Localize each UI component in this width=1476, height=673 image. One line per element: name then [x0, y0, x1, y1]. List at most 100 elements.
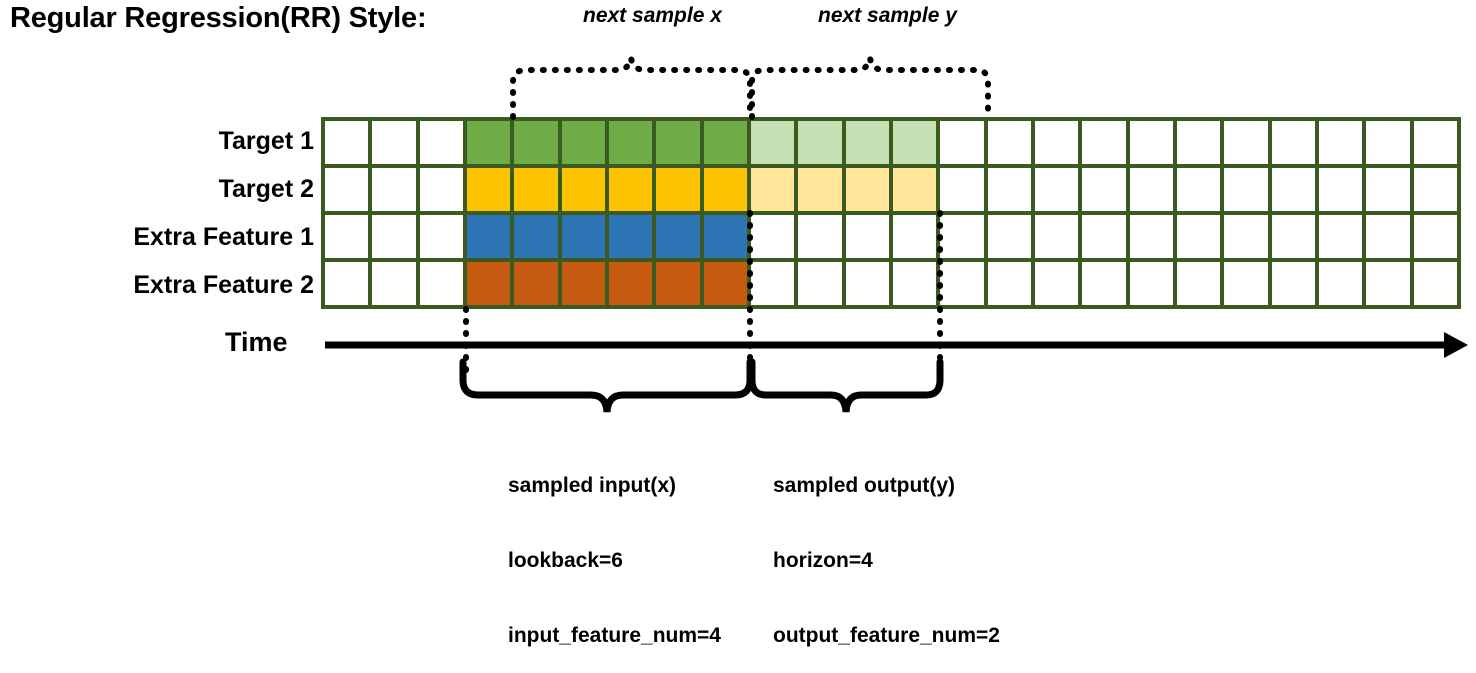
grid-cell-r3-c13 — [892, 215, 937, 258]
grid-cell-r3-c3 — [419, 215, 463, 258]
grid-cell-r2-c7 — [608, 168, 653, 211]
grid-cell-r4-c5 — [514, 262, 558, 305]
sampled-output-caption: sampled output(y) horizon=4 output_featu… — [773, 423, 1000, 673]
grid-cell-r3-c8 — [656, 215, 700, 258]
grid-cell-r3-c18 — [1129, 215, 1173, 258]
grid-cell-r2-c3 — [419, 168, 463, 211]
grid-cell-r2-c24 — [1413, 168, 1457, 211]
grid-cell-r4-c14 — [940, 262, 984, 305]
grid-cell-r4-c4 — [466, 262, 511, 305]
grid-cell-r2-c2 — [372, 168, 416, 211]
grid-cell-r2-c6 — [561, 168, 605, 211]
grid-cell-r1-c1 — [325, 121, 369, 164]
grid-cell-r2-c11 — [798, 168, 842, 211]
sampled-input-caption: sampled input(x) lookback=6 input_featur… — [508, 423, 721, 673]
grid-cell-r4-c19 — [1176, 262, 1221, 305]
grid-cell-r4-c9 — [703, 262, 747, 305]
dotted-brace-next-sample-x — [510, 57, 753, 120]
grid-cell-r1-c4 — [466, 121, 511, 164]
grid-cell-r1-c8 — [656, 121, 700, 164]
grid-cell-r3-c2 — [372, 215, 416, 258]
annotation-overlay — [325, 57, 1468, 413]
grid-cell-r3-c5 — [514, 215, 558, 258]
grid-cell-r1-c20 — [1224, 121, 1268, 164]
row-label-extra-feature-1: Extra Feature 1 — [133, 223, 314, 251]
grid-cell-r1-c19 — [1176, 121, 1221, 164]
grid-cell-r2-c14 — [940, 168, 984, 211]
grid-cell-r4-c8 — [656, 262, 700, 305]
grid-cell-r3-c6 — [561, 215, 605, 258]
grid-cell-r4-c22 — [1318, 262, 1363, 305]
grid-cell-r1-c21 — [1271, 121, 1315, 164]
grid-cell-r4-c2 — [372, 262, 416, 305]
grid-cell-r1-c11 — [798, 121, 842, 164]
grid-cell-r1-c23 — [1366, 121, 1410, 164]
grid-cell-r4-c24 — [1413, 262, 1457, 305]
grid-cell-r2-c10 — [750, 168, 795, 211]
annotation-next-sample-y: next sample y — [818, 4, 957, 27]
time-axis-arrowhead — [1444, 332, 1468, 358]
grid-cell-r1-c6 — [561, 121, 605, 164]
grid-cell-r3-c20 — [1224, 215, 1268, 258]
grid-cell-r2-c12 — [845, 168, 889, 211]
dotted-brace-next-sample-y — [749, 57, 991, 120]
grid-cell-r4-c1 — [325, 262, 369, 305]
grid-cell-r3-c24 — [1413, 215, 1457, 258]
grid-row-1 — [325, 121, 1457, 164]
grid-cell-r1-c5 — [514, 121, 558, 164]
grid-cell-r2-c15 — [987, 168, 1031, 211]
time-axis-label: Time — [225, 327, 288, 357]
grid-cell-r4-c18 — [1129, 262, 1173, 305]
grid-cell-r2-c19 — [1176, 168, 1221, 211]
grid-cell-r2-c13 — [892, 168, 937, 211]
grid-cell-r1-c9 — [703, 121, 747, 164]
row-label-target-1: Target 1 — [218, 127, 314, 155]
sampled-input-line-1: sampled input(x) — [508, 474, 677, 497]
grid-cell-r4-c13 — [892, 262, 937, 305]
grid-cell-r1-c17 — [1082, 121, 1126, 164]
grid-cell-r1-c10 — [750, 121, 795, 164]
grid-cell-r2-c16 — [1034, 168, 1079, 211]
grid-cell-r3-c23 — [1366, 215, 1410, 258]
grid-cell-r4-c16 — [1034, 262, 1079, 305]
grid-cell-r2-c8 — [656, 168, 700, 211]
grid-cell-r2-c5 — [514, 168, 558, 211]
grid-cell-r4-c3 — [419, 262, 463, 305]
grid-row-4 — [325, 262, 1457, 305]
row-label-target-2: Target 2 — [218, 175, 314, 203]
grid-cell-r1-c22 — [1318, 121, 1363, 164]
brace-sampled-output — [748, 358, 944, 413]
grid-cell-r2-c20 — [1224, 168, 1268, 211]
grid-cell-r1-c14 — [940, 121, 984, 164]
grid-cell-r4-c10 — [750, 262, 795, 305]
grid-cell-r4-c7 — [608, 262, 653, 305]
sampled-input-line-3: input_feature_num=4 — [508, 624, 721, 647]
grid-cell-r2-c18 — [1129, 168, 1173, 211]
timeseries-grid — [321, 117, 1461, 309]
sampled-output-line-2: horizon=4 — [773, 549, 873, 572]
sampled-output-line-1: sampled output(y) — [773, 474, 955, 497]
grid-cell-r1-c2 — [372, 121, 416, 164]
grid-cell-r1-c7 — [608, 121, 653, 164]
grid-cell-r1-c13 — [892, 121, 937, 164]
brace-sampled-input — [459, 358, 754, 413]
grid-cell-r1-c12 — [845, 121, 889, 164]
grid-cell-r4-c17 — [1082, 262, 1126, 305]
grid-cell-r4-c6 — [561, 262, 605, 305]
grid-row-3 — [325, 215, 1457, 258]
grid-cell-r3-c10 — [750, 215, 795, 258]
grid-cell-r2-c4 — [466, 168, 511, 211]
grid-cell-r1-c3 — [419, 121, 463, 164]
grid-cell-r3-c4 — [466, 215, 511, 258]
grid-cell-r4-c12 — [845, 262, 889, 305]
sampled-output-line-3: output_feature_num=2 — [773, 624, 1000, 647]
grid-cell-r1-c16 — [1034, 121, 1079, 164]
grid-cell-r4-c11 — [798, 262, 842, 305]
grid-cell-r3-c22 — [1318, 215, 1363, 258]
grid-cell-r3-c17 — [1082, 215, 1126, 258]
grid-cell-r1-c18 — [1129, 121, 1173, 164]
grid-cell-r2-c9 — [703, 168, 747, 211]
grid-cell-r3-c1 — [325, 215, 369, 258]
grid-cell-r3-c12 — [845, 215, 889, 258]
grid-cell-r4-c21 — [1271, 262, 1315, 305]
